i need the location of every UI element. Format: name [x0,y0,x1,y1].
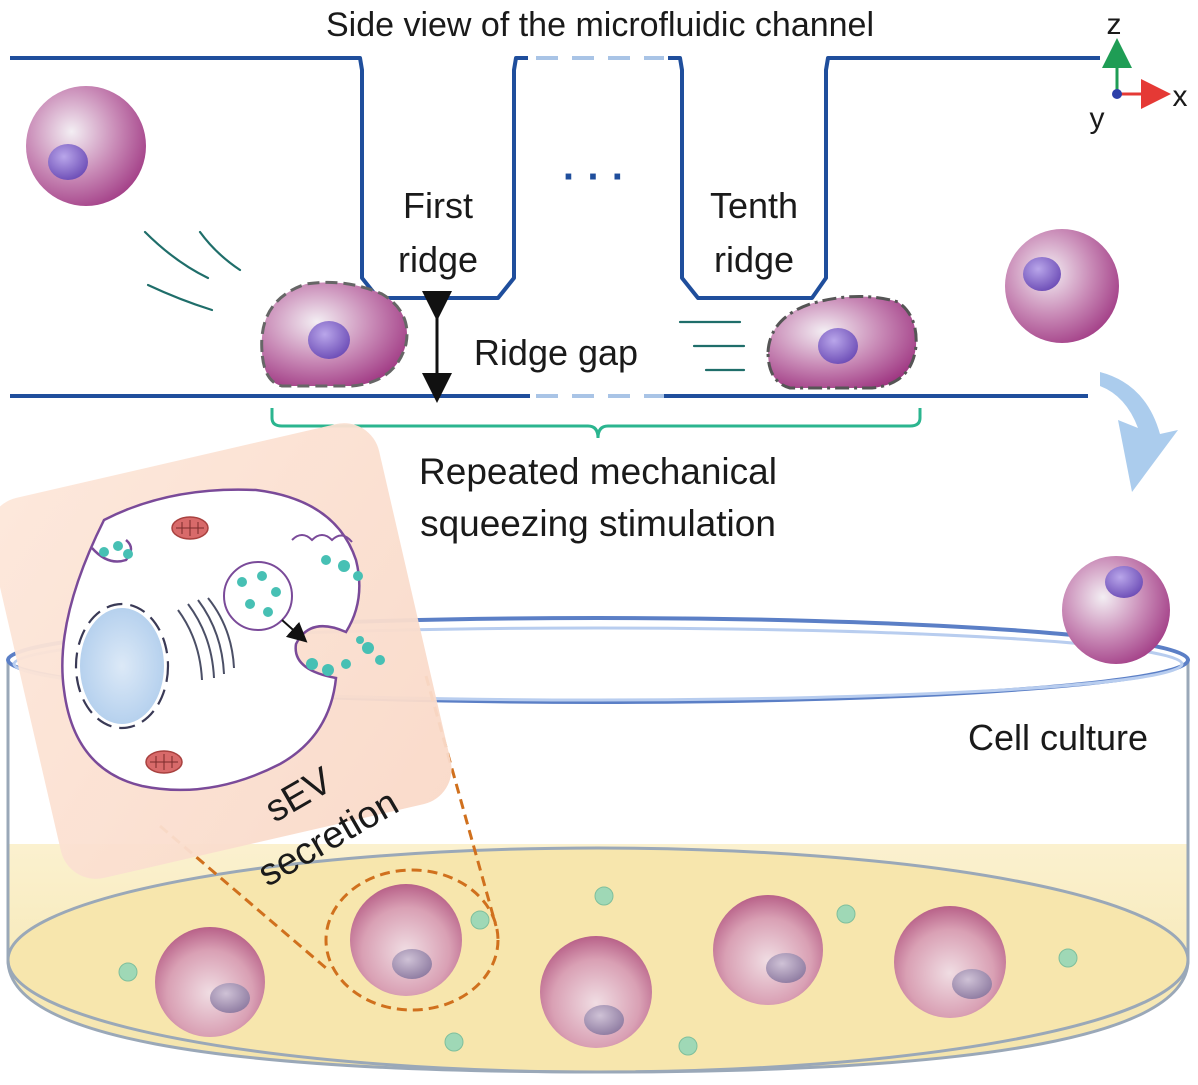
ridge-gap-label: Ridge gap [474,332,638,373]
axis-label-x: x [1173,80,1188,113]
cell-culture-label: Cell culture [968,717,1148,758]
svg-text:ridge: ridge [398,239,478,280]
cell-landing [1062,556,1170,664]
first-ridge-label: First ridge [398,185,478,280]
svg-text:Repeated mechanical: Repeated mechanical [419,451,777,492]
svg-text:Tenth: Tenth [710,185,798,226]
cell-squeezed-tenth [766,295,918,390]
extracellular-vesicles [118,886,1078,1056]
stimulation-label: Repeated mechanical squeezing stimulatio… [419,451,777,544]
transfer-arrow-icon [1100,372,1178,492]
dish-cell-1 [155,927,265,1037]
cell-entering [26,86,146,206]
motion-lines-right [678,320,746,372]
cell-squeezed-first [260,280,409,388]
diagram-title: Side view of the microfluidic channel [326,6,874,44]
dish-cell-4 [713,895,823,1005]
channel-gap-dashes [536,56,664,398]
axis-label-z: z [1107,8,1122,41]
zoom-highlight-ring [324,868,500,1012]
dish-cell-5 [894,906,1006,1018]
tenth-ridge-label: Tenth ridge [710,185,798,280]
stimulation-bracket [270,408,922,439]
cell-exiting [1005,229,1119,343]
axis-indicator: z x y [1090,8,1188,135]
svg-text:ridge: ridge [714,239,794,280]
motion-lines-left [143,230,242,312]
sev-zoom-panel: sEV secretion [0,423,452,895]
axis-label-y: y [1090,102,1105,135]
dish-cell-2 [350,884,462,996]
svg-text:First: First [403,185,473,226]
svg-text:squeezing stimulation: squeezing stimulation [420,503,776,544]
ridge-ellipsis: · · · [563,155,625,199]
dish-cell-3 [540,936,652,1048]
